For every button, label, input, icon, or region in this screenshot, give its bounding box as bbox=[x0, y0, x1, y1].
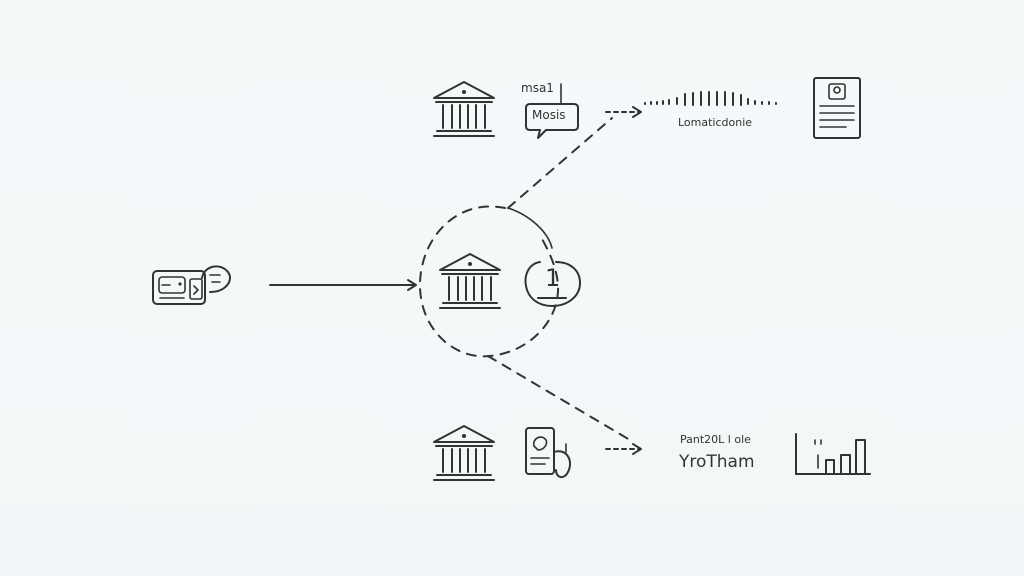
document-icon bbox=[813, 77, 861, 139]
waveform-ticks bbox=[644, 91, 777, 106]
arrow-source-to-center bbox=[269, 279, 417, 291]
dashed-path-to-bottom bbox=[487, 355, 631, 441]
top-bubble-label: Mosis bbox=[532, 108, 566, 122]
arrow-top bbox=[605, 106, 642, 118]
speech-bubble-icon bbox=[525, 83, 579, 139]
bar-chart-icon bbox=[795, 433, 871, 475]
arrow-bottom bbox=[605, 443, 642, 455]
top-caption-label: Lomaticdonie bbox=[678, 116, 753, 129]
step-badge-icon bbox=[524, 261, 581, 307]
phone-icon bbox=[525, 427, 572, 478]
bank-icon-center bbox=[439, 253, 501, 309]
bank-icon-bottom bbox=[433, 425, 495, 481]
bottom-caption-label: YroTham bbox=[679, 452, 755, 472]
center-ring-tail bbox=[507, 207, 553, 249]
bottom-small-label: Pant20L l ole bbox=[680, 433, 751, 446]
bank-icon-top bbox=[433, 81, 495, 137]
id-card-icon bbox=[152, 265, 231, 305]
top-tag-label: msa1 bbox=[521, 81, 554, 95]
center-badge-label: 1 bbox=[545, 264, 561, 292]
dashed-path-to-top bbox=[507, 117, 613, 209]
center-dashed-ring bbox=[418, 205, 560, 358]
